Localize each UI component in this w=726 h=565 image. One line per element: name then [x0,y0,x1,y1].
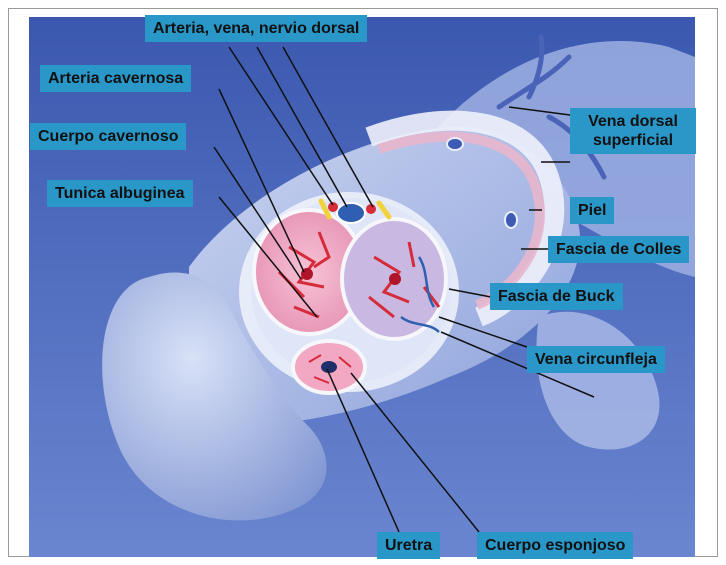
label-fascia-de-buck: Fascia de Buck [490,283,623,310]
uretra-lumen [321,361,337,373]
label-uretra: Uretra [377,532,440,559]
dorsal-vein-cross-1 [447,138,463,150]
cavernosal-artery-right [389,273,401,285]
dorsal-deep-vein [337,203,365,223]
dorsal-vein-cross-2 [505,212,517,228]
label-cuerpo-esponjoso: Cuerpo esponjoso [477,532,633,559]
label-fascia-de-colles: Fascia de Colles [548,236,689,263]
label-tunica-albuginea: Tunica albuginea [47,180,193,207]
label-vena-circunfleja: Vena circunfleja [527,346,665,373]
label-arteria-vena-nervio-dorsal: Arteria, vena, nervio dorsal [145,15,367,42]
label-piel: Piel [570,197,614,224]
dorsal-artery-2 [366,204,376,214]
label-vena-dorsal-superficial: Vena dorsal superficial [570,108,696,154]
label-arteria-cavernosa: Arteria cavernosa [40,65,191,92]
label-cuerpo-cavernoso: Cuerpo cavernoso [30,123,186,150]
dorsal-artery [328,202,338,212]
